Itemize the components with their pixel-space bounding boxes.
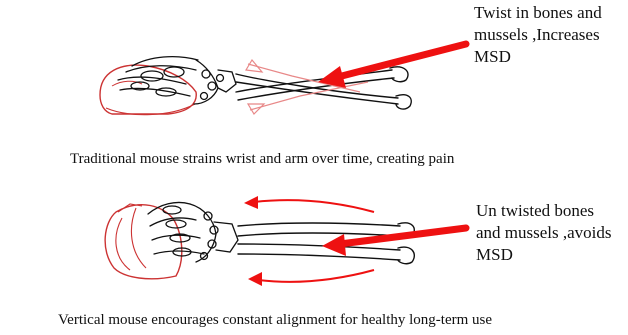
vertical-mouse-drawing <box>105 205 182 279</box>
alignment-arrow <box>322 228 466 256</box>
traditional-mouse-drawing <box>100 65 196 114</box>
aligned-forearm-bones <box>238 223 414 264</box>
aligned-hand-bones <box>148 202 238 262</box>
vertical-mouse-arm-illustration <box>105 196 466 286</box>
twist-arrow <box>318 44 466 88</box>
twisted-forearm-bones <box>236 67 411 109</box>
twist-note: Twist in bones and mussels ,Increases MS… <box>474 2 624 68</box>
traditional-mouse-caption: Traditional mouse strains wrist and arm … <box>70 150 454 168</box>
vertical-mouse-caption: Vertical mouse encourages constant align… <box>58 311 492 329</box>
twisted-hand-bones <box>118 57 236 104</box>
traditional-mouse-arm-illustration <box>100 44 466 115</box>
aligned-note: Un twisted bones and mussels ,avoids MSD <box>476 200 626 266</box>
